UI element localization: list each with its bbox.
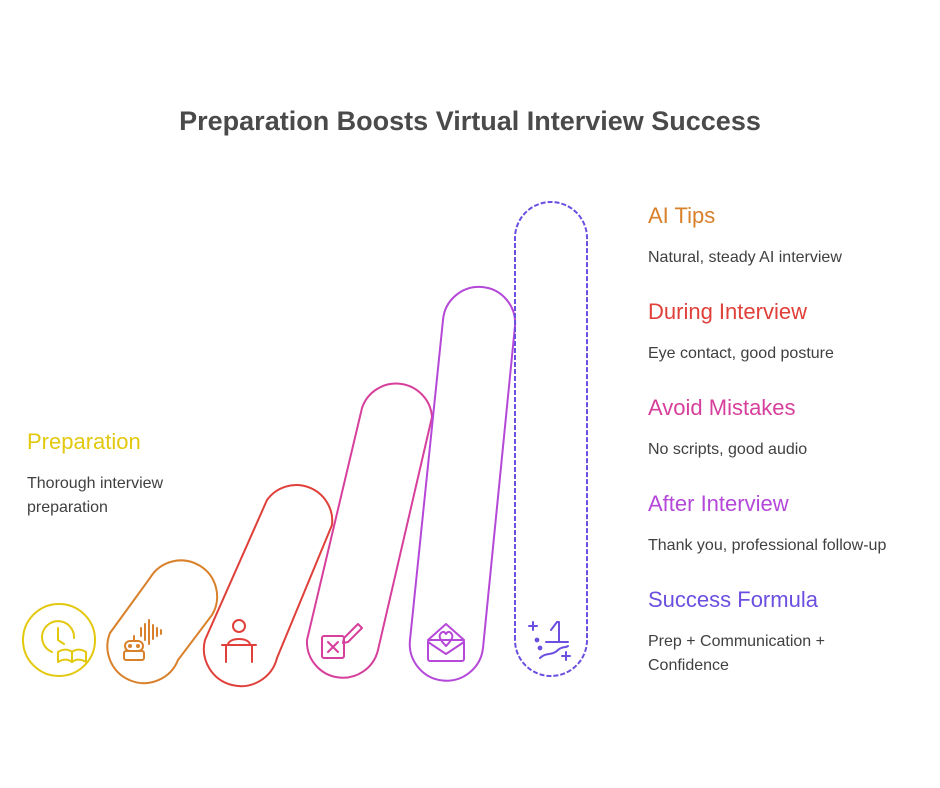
- step-description: Thank you, professional follow-up: [648, 537, 887, 554]
- page-title: Preparation Boosts Virtual Interview Suc…: [179, 106, 761, 136]
- step-description: Natural, steady AI interview: [648, 249, 842, 266]
- step-description: Eye contact, good posture: [648, 345, 834, 362]
- step-description: Prep + Communication + Confidence: [648, 633, 825, 674]
- step-title: Avoid Mistakes: [648, 395, 796, 420]
- step-shape-preparation: [22, 603, 96, 677]
- step-avoid-mistakes: Avoid Mistakes No scripts, good audio: [648, 394, 807, 462]
- step-description: Thorough interview preparation: [27, 475, 164, 516]
- presenter-icon: [221, 619, 257, 663]
- step-title: Preparation: [27, 429, 141, 454]
- step-description: No scripts, good audio: [648, 441, 808, 458]
- step-ai-tips: AI Tips Natural, steady AI interview: [648, 202, 842, 270]
- robot-voice-icon: [123, 619, 162, 661]
- step-success-formula: Success Formula Prep + Communication + C…: [648, 586, 825, 678]
- step-during-interview: During Interview Eye contact, good postu…: [648, 298, 834, 366]
- step-shape-ai-tips: [106, 559, 219, 685]
- step-title: After Interview: [648, 491, 789, 516]
- step-after-interview: After Interview Thank you, professional …: [648, 490, 886, 558]
- step-shape-after-interview: [408, 285, 517, 682]
- step-title: Success Formula: [648, 587, 818, 612]
- step-title: AI Tips: [648, 203, 716, 228]
- clock-book-icon: [41, 620, 87, 663]
- step-title: During Interview: [648, 299, 807, 324]
- step-shape-avoid-mistakes: [305, 382, 434, 679]
- step-shape-success-formula: [514, 201, 588, 677]
- cancel-edit-icon: [321, 623, 363, 659]
- step-shape-during-interview: [202, 484, 334, 688]
- heart-mail-icon: [427, 623, 465, 662]
- step-preparation: Preparation Thorough interview preparati…: [27, 428, 163, 520]
- first-place-icon: [528, 621, 571, 661]
